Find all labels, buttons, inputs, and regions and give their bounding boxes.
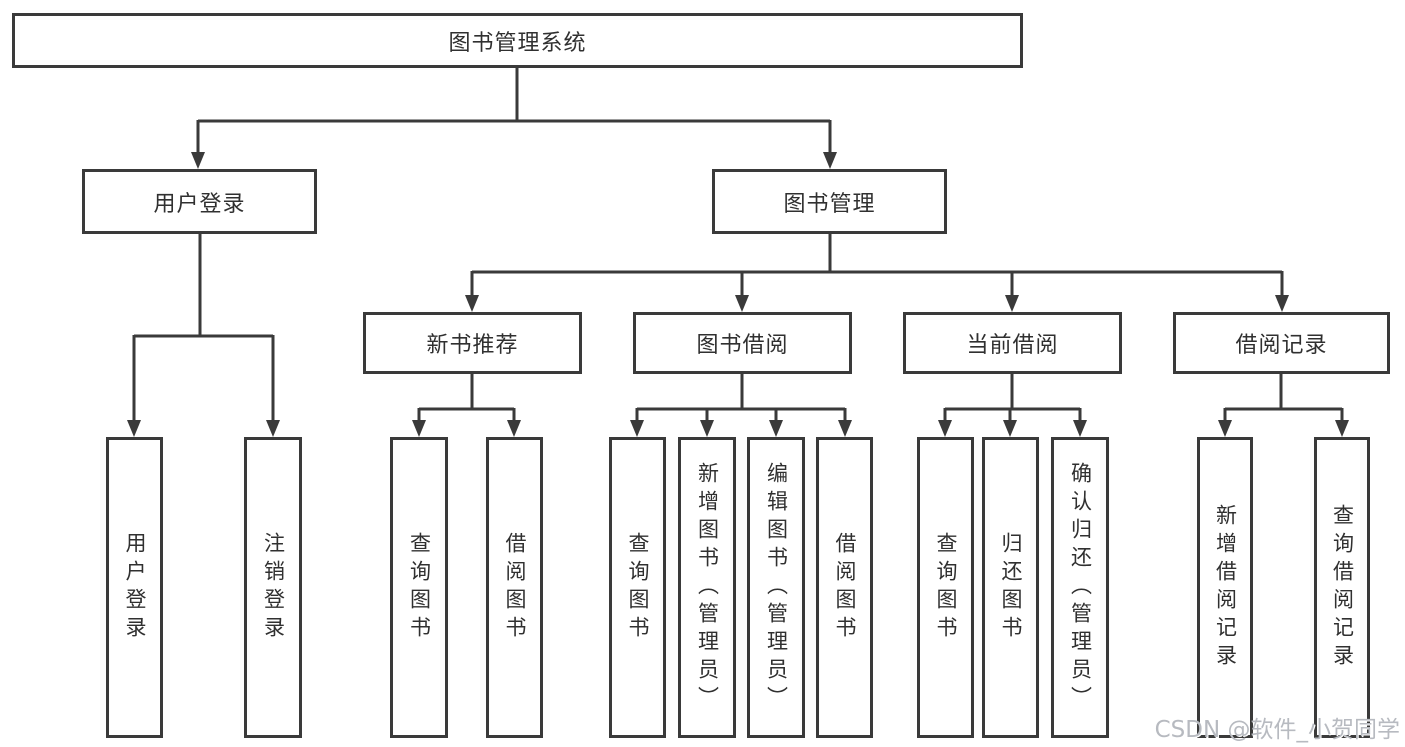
node-label: 图书管理系统 bbox=[448, 30, 587, 56]
arrow-down-icon bbox=[838, 420, 852, 437]
node-label: 注销登录 bbox=[261, 531, 286, 644]
arrow-down-icon bbox=[127, 420, 141, 437]
arrow-down-icon bbox=[1073, 420, 1087, 437]
node-label: 新书推荐 bbox=[426, 333, 519, 358]
arrow-down-icon bbox=[1335, 420, 1349, 437]
leaf-logout: 注销登录 bbox=[244, 437, 302, 738]
node-label: 查询借阅记录 bbox=[1330, 503, 1355, 672]
node-label: 查询图书 bbox=[407, 531, 432, 644]
leaf-add-book-admin: 新增图书（管理员） bbox=[678, 437, 736, 738]
arrow-down-icon bbox=[1218, 420, 1232, 437]
node-label: 编辑图书（管理员） bbox=[764, 461, 789, 714]
node-book-borrowing: 图书借阅 bbox=[633, 312, 852, 374]
arrow-down-icon bbox=[823, 152, 837, 169]
watermark: CSDN @软件_小贺同学 bbox=[1154, 717, 1400, 743]
node-label: 确认归还（管理员） bbox=[1068, 461, 1093, 714]
arrow-down-icon bbox=[1003, 420, 1017, 437]
leaf-query-books-borrowing: 查询图书 bbox=[609, 437, 666, 738]
node-label: 借阅图书 bbox=[503, 531, 527, 644]
arrow-down-icon bbox=[700, 420, 714, 437]
node-label: 用户登录 bbox=[123, 531, 147, 644]
arrow-down-icon bbox=[465, 295, 479, 312]
leaf-query-borrow-record: 查询借阅记录 bbox=[1314, 437, 1370, 738]
node-user-login: 用户登录 bbox=[82, 169, 317, 234]
leaf-query-books-current: 查询图书 bbox=[917, 437, 974, 738]
node-borrowing-records: 借阅记录 bbox=[1173, 312, 1390, 374]
leaf-borrow-books-recommend: 借阅图书 bbox=[486, 437, 543, 738]
node-label: 新增图书（管理员） bbox=[695, 461, 720, 714]
leaf-return-books: 归还图书 bbox=[982, 437, 1039, 738]
leaf-query-books-recommend: 查询图书 bbox=[390, 437, 448, 738]
arrow-down-icon bbox=[938, 420, 952, 437]
leaf-confirm-return-admin: 确认归还（管理员） bbox=[1051, 437, 1109, 738]
arrow-down-icon bbox=[266, 420, 280, 437]
arrow-down-icon bbox=[191, 152, 205, 169]
node-label: 归还图书 bbox=[999, 531, 1023, 644]
arrow-down-icon bbox=[507, 420, 521, 437]
arrow-down-icon bbox=[735, 295, 749, 312]
node-current-borrowing: 当前借阅 bbox=[903, 312, 1122, 374]
leaf-add-borrow-record: 新增借阅记录 bbox=[1197, 437, 1253, 738]
node-label: 查询图书 bbox=[934, 531, 958, 644]
node-label: 查询图书 bbox=[626, 531, 650, 644]
arrow-down-icon bbox=[630, 420, 644, 437]
node-label: 图书借阅 bbox=[696, 333, 789, 358]
leaf-borrow-books-borrowing: 借阅图书 bbox=[816, 437, 873, 738]
leaf-user-login: 用户登录 bbox=[106, 437, 163, 738]
arrow-down-icon bbox=[769, 420, 783, 437]
node-new-book-recommend: 新书推荐 bbox=[363, 312, 582, 374]
node-label: 用户登录 bbox=[153, 191, 246, 217]
node-label: 新增借阅记录 bbox=[1213, 503, 1238, 672]
node-label: 当前借阅 bbox=[966, 333, 1059, 358]
arrow-down-icon bbox=[1275, 295, 1289, 312]
node-label: 借阅记录 bbox=[1235, 333, 1328, 358]
arrow-down-icon bbox=[412, 420, 426, 437]
node-label: 图书管理 bbox=[783, 191, 876, 217]
leaf-edit-book-admin: 编辑图书（管理员） bbox=[747, 437, 805, 738]
arrow-down-icon bbox=[1005, 295, 1019, 312]
node-book-management: 图书管理 bbox=[712, 169, 947, 234]
node-label: 借阅图书 bbox=[833, 531, 857, 644]
node-root-system: 图书管理系统 bbox=[12, 13, 1023, 68]
